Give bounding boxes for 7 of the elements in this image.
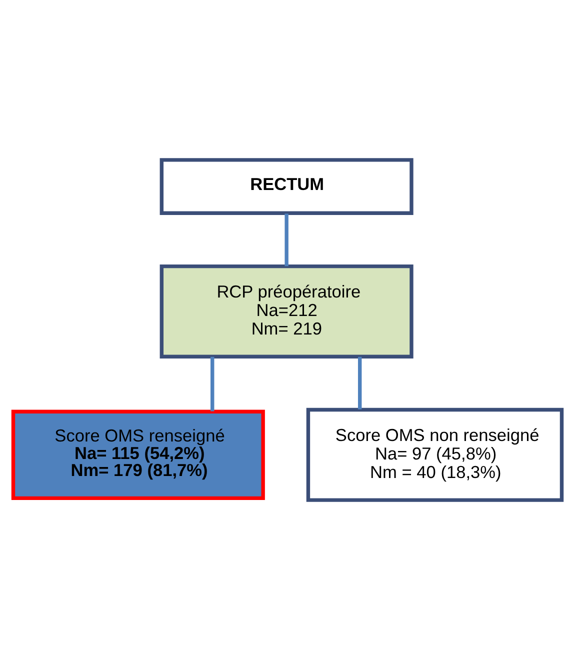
connector [210, 356, 214, 411]
connector [284, 213, 288, 266]
node-box: RCP préopératoire Na=212 Nm= 219 [160, 264, 414, 358]
node-box: Score OMS renseigné Na= 115 (54,2%) Nm= 179 (81,7%) [11, 409, 265, 500]
node-box: Score OMS non renseigné Na= 97 (45,8%) Nm = 40 (18,3%) [306, 407, 564, 502]
connector [358, 356, 362, 409]
node-box: RECTUM [160, 158, 414, 214]
